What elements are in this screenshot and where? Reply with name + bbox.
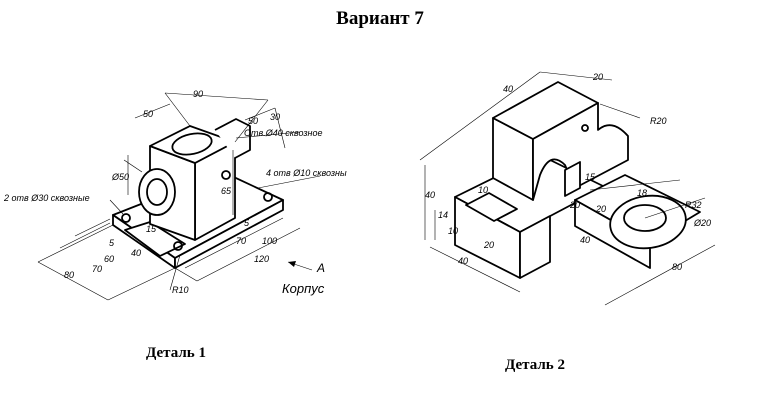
detail-2-drawing: 40 20 R20 40 10 14 10 20 40 20 15 18 20 …: [419, 71, 716, 306]
part-name-korpus: Корпус: [282, 281, 325, 296]
dim-r32: R32: [685, 200, 702, 210]
dim-30: 30: [270, 112, 280, 122]
note-4-holes: 4 отв Ø10 сквозны: [266, 168, 347, 178]
dim-40-base: 40: [458, 256, 468, 266]
detail-2-caption: Деталь 2: [505, 357, 565, 373]
rear-lug: [214, 118, 251, 159]
hole-icon: [263, 192, 273, 202]
dim-50-side: 50: [248, 116, 258, 126]
dim-d20: Ø20: [693, 218, 711, 228]
dim-14: 14: [438, 210, 448, 220]
hole-icon: [221, 170, 231, 180]
dim-90: 90: [193, 89, 203, 99]
dim-70-left: 70: [92, 264, 102, 274]
arched-upright: [532, 102, 629, 201]
dim-d50: Ø50: [111, 172, 129, 182]
boss-hole: [623, 204, 667, 232]
dim-60: 60: [104, 254, 114, 264]
dim-5-left: 5: [109, 238, 115, 248]
slot: [465, 192, 518, 222]
dim-20-right: 20: [595, 204, 606, 214]
dim-100: 100: [262, 236, 277, 246]
dim-70-right: 70: [236, 236, 246, 246]
dim-20-base: 20: [483, 240, 494, 250]
dim-18: 18: [637, 188, 647, 198]
step: [564, 161, 581, 197]
hole-icon: [121, 213, 131, 223]
front-lug: [124, 221, 186, 257]
dim-120: 120: [254, 254, 269, 264]
base-side: [519, 215, 551, 279]
dim-65: 65: [221, 186, 232, 196]
dim-10-a: 10: [478, 185, 488, 195]
variant-title: Вариант 7: [336, 8, 424, 29]
small-hole-icon: [581, 124, 589, 132]
dim-15: 15: [146, 224, 157, 234]
dim-r20: R20: [650, 116, 667, 126]
dim-40-left: 40: [425, 190, 435, 200]
base-plate-side: [174, 199, 284, 269]
dim-80: 80: [64, 270, 74, 280]
dim-40-top: 40: [503, 84, 513, 94]
top-bore: [171, 132, 213, 156]
hole-icon: [173, 241, 183, 251]
dim-20-mid: 20: [569, 200, 580, 210]
dim-15: 15: [585, 172, 596, 182]
detail-1-caption: Деталь 1: [146, 345, 206, 361]
note-2-holes: 2 отв Ø30 сквозные: [3, 193, 90, 203]
dim-5-right: 5: [244, 218, 250, 228]
dim-80: 80: [672, 262, 682, 272]
detail-1-drawing: 90 50 30 50 Ø50 65 5 70 100 120 80 70 60…: [3, 89, 347, 301]
note-bore: Отв.Ø40 сквозное: [244, 128, 323, 138]
front-boss-hole: [146, 178, 168, 206]
dim-20-top: 20: [592, 72, 603, 82]
front-boss: [138, 168, 176, 216]
dim-40: 40: [131, 248, 141, 258]
dim-r10: R10: [172, 285, 189, 295]
view-letter-a: A: [316, 261, 325, 275]
dim-40-right: 40: [580, 235, 590, 245]
dim-10-b: 10: [448, 226, 458, 236]
dim-50-top: 50: [143, 109, 153, 119]
